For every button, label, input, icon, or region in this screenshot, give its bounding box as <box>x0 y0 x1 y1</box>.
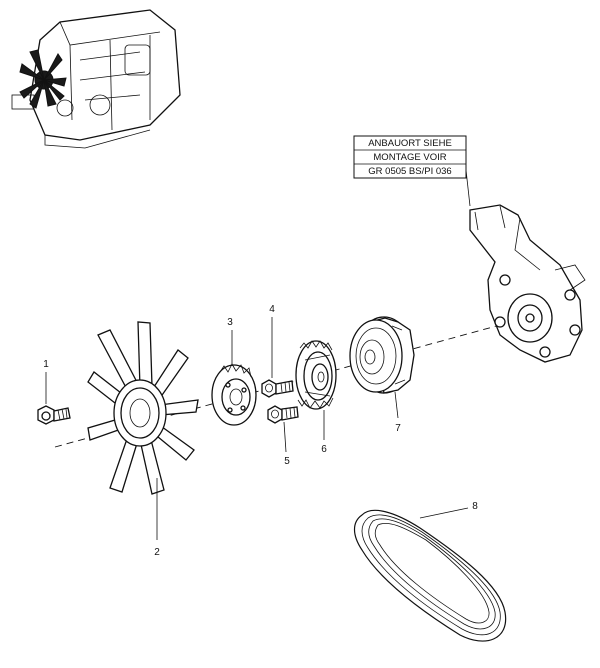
callout-6: 6 <box>321 444 327 455</box>
reference-box: ANBAUORT SIEHE MONTAGE VOIR GR 0505 BS/P… <box>353 135 471 207</box>
part-2-fan: 2 <box>87 321 199 558</box>
callout-2: 2 <box>154 547 160 558</box>
part-5-bolt: 5 <box>267 405 299 467</box>
callout-1: 1 <box>43 359 49 370</box>
callout-3: 3 <box>227 317 233 328</box>
part-1-bolt: 1 <box>37 359 71 425</box>
part-7-pulley: 7 <box>349 316 415 434</box>
part-3-spacer-ring: 3 <box>211 317 257 426</box>
reference-box-line-1: ANBAUORT SIEHE <box>368 138 452 149</box>
fan-highlight-icon <box>19 49 67 109</box>
water-pump-housing <box>469 204 586 363</box>
callout-4: 4 <box>269 304 275 315</box>
reference-box-line-3: GR 0505 BS/PI 036 <box>368 166 451 177</box>
part-8-drive-belt: 8 <box>353 501 507 642</box>
callout-8: 8 <box>472 501 478 512</box>
engine-overview-thumbnail <box>11 9 181 149</box>
callout-7: 7 <box>395 423 401 434</box>
reference-box-line-2: MONTAGE VOIR <box>373 152 446 163</box>
part-6-fan-clutch: 6 <box>295 340 337 455</box>
callout-5: 5 <box>284 456 290 467</box>
part-4-bolt: 4 <box>261 304 294 398</box>
